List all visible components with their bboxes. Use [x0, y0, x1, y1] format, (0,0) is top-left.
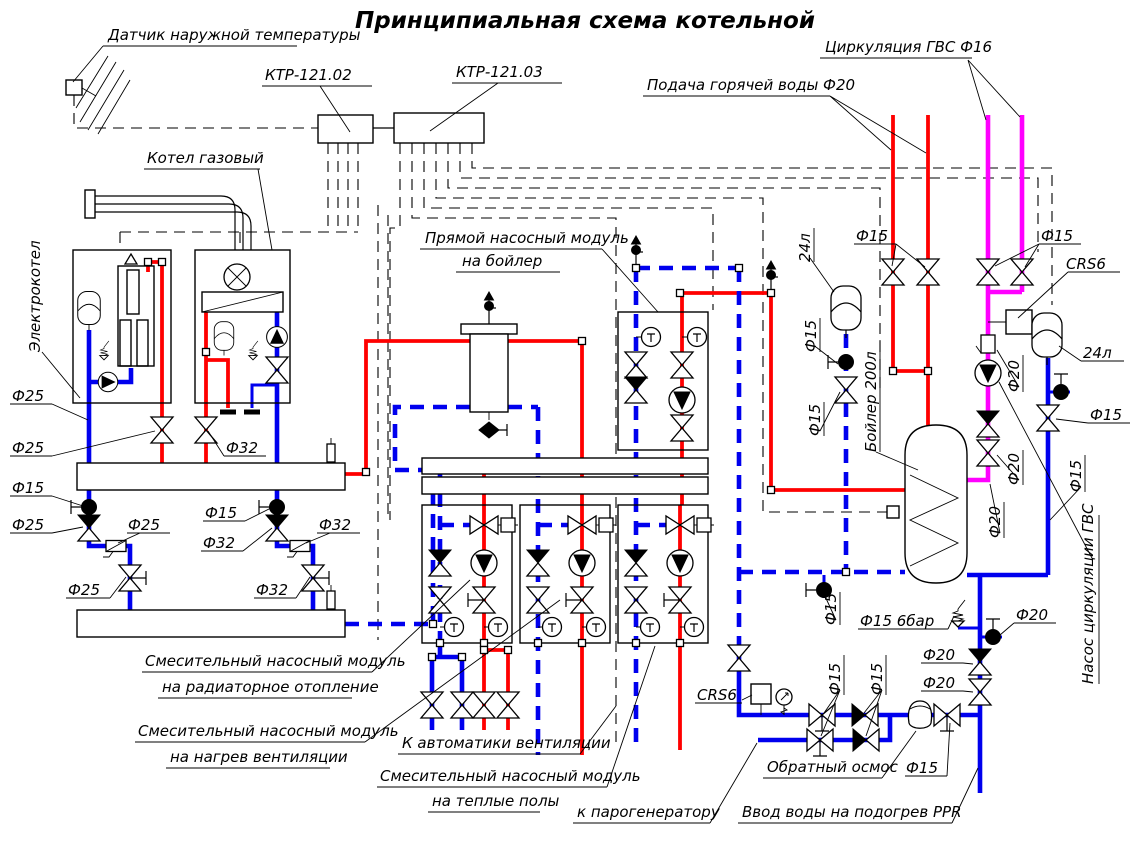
label-mixing-vent-1: Смесительный насосный модуль [138, 722, 399, 740]
controller-ktr-121-02 [317, 114, 374, 144]
label-exp-tank-24: 24л [1083, 344, 1112, 362]
label-mixing-radiator-2: на радиаторное отопление [162, 678, 379, 696]
label-crs6-top: CRS6 [1066, 255, 1106, 273]
label-lines [10, 45, 1130, 824]
label-reverse-osmosis: Обратный осмос [767, 758, 899, 776]
chimney [84, 189, 252, 250]
label-mixing-radiator-1: Смесительный насосный модуль [145, 652, 406, 670]
page-title: Принципиальная схема котельной [355, 8, 815, 34]
radiator-branch-fittings [70, 498, 330, 592]
label-d25: Ф25 [12, 516, 44, 534]
gas-boiler [194, 249, 291, 412]
label-d32: Ф32 [256, 581, 288, 599]
gvs-circulation-unit [974, 258, 1034, 467]
label-d32: Ф32 [226, 439, 258, 457]
label-electric-boiler: Электрокотел [26, 240, 44, 353]
labels: Принципиальная схема котельной Датчик на… [12, 8, 1122, 821]
pressure-gauge-icon [775, 688, 793, 716]
label-d15: Ф15 [868, 663, 886, 695]
label-d15: Ф15 [1067, 460, 1085, 492]
distribution-manifold-top [421, 457, 709, 475]
electric-boiler-pump-icon [97, 371, 119, 393]
cold-water-riser [951, 599, 1002, 706]
label-d25: Ф25 [12, 439, 44, 457]
label-d25: Ф25 [68, 581, 100, 599]
outdoor-temperature-sensor [65, 55, 131, 135]
label-d20: Ф20 [923, 674, 955, 692]
equipment [65, 55, 1070, 757]
supply-manifold [76, 462, 346, 491]
label-gas-boiler: Котел газовый [147, 149, 264, 167]
label-steam-generator: к парогенератору [577, 803, 721, 821]
label-boiler-tank: Бойлер 200л [862, 351, 880, 452]
label-d15: Ф15 [1041, 227, 1073, 245]
label-water-inlet: Ввод воды на подогрев PPR [742, 803, 962, 821]
label-hot-water-supply: Подача горячей воды Ф20 [647, 76, 855, 94]
label-d20: Ф20 [986, 506, 1004, 538]
flow-switch-crs6-bottom [750, 683, 772, 705]
label-d15: Ф15 [826, 663, 844, 695]
label-d15: Ф15 [205, 504, 237, 522]
mixing-module-ventilation [520, 505, 613, 647]
label-direct-module-2: на бойлер [462, 252, 542, 270]
label-d32: Ф32 [203, 534, 235, 552]
label-mixing-floor-2: на теплые полы [432, 792, 560, 810]
reverse-osmosis-icon [907, 700, 933, 729]
control-wiring [73, 95, 1053, 742]
label-safety-valve: Ф15 6бар [860, 612, 934, 630]
label-d20: Ф20 [1005, 360, 1023, 392]
gvs-circulation-pump-icon [974, 359, 1002, 387]
label-outdoor-sensor: Датчик наружной температуры [107, 26, 361, 44]
label-d15: Ф15 [906, 759, 938, 777]
direct-pump-module [617, 235, 779, 451]
valve-icon [150, 416, 174, 444]
label-controller-1: КТР-121.02 [265, 66, 352, 84]
distribution-manifold-bottom [421, 476, 709, 495]
label-vent-automation: К автоматики вентиляции [402, 734, 611, 752]
label-exp-tank-24: 24л [796, 233, 814, 262]
label-d32: Ф32 [319, 516, 351, 534]
mixing-module-floors [618, 505, 711, 647]
return-manifold [76, 609, 346, 638]
gas-boiler-pump-icon [266, 326, 288, 348]
label-d20: Ф20 [1005, 453, 1023, 485]
label-d20: Ф20 [923, 646, 955, 664]
label-d15: Ф15 [856, 227, 888, 245]
safety-valve-icon [951, 599, 966, 628]
controller-ktr-121-03 [393, 112, 485, 144]
label-d15: Ф15 [822, 593, 840, 625]
label-gvs-pump: Насос циркуляции ГВС [1079, 503, 1097, 684]
label-direct-module-1: Прямой насосный модуль [425, 229, 629, 247]
gvs-circulation-pipes [967, 115, 1025, 483]
electric-boiler [72, 249, 172, 404]
label-d15: Ф15 [802, 320, 820, 352]
label-d15: Ф15 [806, 404, 824, 436]
label-mixing-vent-2: на нагрев вентиляции [170, 748, 348, 766]
boiler-tank-200l [886, 424, 968, 584]
hydraulic-separator [460, 291, 518, 439]
label-mixing-floor-1: Смесительный насосный модуль [380, 767, 641, 785]
label-d25: Ф25 [128, 516, 160, 534]
water-inlet-line [727, 644, 961, 757]
label-d15: Ф15 [1090, 406, 1122, 424]
flow-switch-crs6-top [1005, 309, 1033, 335]
tank-temp-sensor [886, 505, 900, 519]
label-d25: Ф25 [12, 387, 44, 405]
label-crs6-bottom: CRS6 [697, 686, 737, 704]
boiler-loading-pump-icon [668, 386, 696, 414]
label-d15: Ф15 [12, 479, 44, 497]
label-gvs-circulation: Циркуляция ГВС Ф16 [825, 38, 992, 56]
label-controller-2: КТР-121.03 [456, 63, 543, 81]
label-d20: Ф20 [1016, 606, 1048, 624]
